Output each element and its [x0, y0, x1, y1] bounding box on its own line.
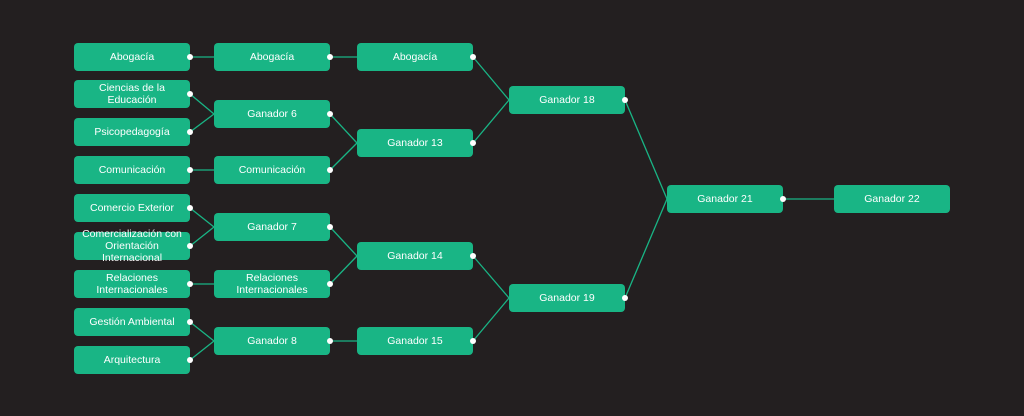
bracket-connector-line — [329, 255, 358, 285]
bracket-node-comunicacion-r2: Comunicación — [214, 156, 330, 184]
connector-dot — [622, 97, 628, 103]
connector-dot — [187, 205, 193, 211]
connector-dot — [470, 140, 476, 146]
bracket-connector-line — [472, 99, 510, 144]
connector-dot — [470, 338, 476, 344]
connector-dot — [327, 167, 333, 173]
connector-dot — [470, 54, 476, 60]
bracket-connector-line — [472, 56, 510, 101]
bracket-node-comercio-exterior: Comercio Exterior — [74, 194, 190, 222]
connector-dot — [327, 338, 333, 344]
bracket-connector-line — [329, 226, 358, 257]
connector-dot — [187, 129, 193, 135]
bracket-node-relaciones-r2: Relaciones Internacionales — [214, 270, 330, 298]
bracket-connector-line — [329, 142, 358, 171]
connector-dot — [187, 167, 193, 173]
connector-dot — [780, 196, 786, 202]
bracket-connector-line — [189, 321, 215, 342]
bracket-connector-line — [329, 113, 358, 144]
connector-dot — [187, 357, 193, 363]
connector-dot — [327, 111, 333, 117]
bracket-node-ganador-18: Ganador 18 — [509, 86, 625, 114]
bracket-node-ganador-21: Ganador 21 — [667, 185, 783, 213]
connector-dot — [187, 54, 193, 60]
connector-dot — [187, 281, 193, 287]
bracket-node-ganador-15: Ganador 15 — [357, 327, 473, 355]
bracket-node-abogacia-r1: Abogacía — [74, 43, 190, 71]
bracket-connector-line — [472, 255, 510, 299]
connector-dot — [327, 54, 333, 60]
bracket-connector-line — [189, 226, 215, 247]
connector-dot — [470, 253, 476, 259]
connector-dot — [327, 281, 333, 287]
connector-dot — [622, 295, 628, 301]
bracket-node-ganador-8: Ganador 8 — [214, 327, 330, 355]
bracket-node-ciencias-educacion: Ciencias de la Educación — [74, 80, 190, 108]
connector-dot — [187, 243, 193, 249]
connector-dot — [327, 224, 333, 230]
bracket-node-psicopedagogia: Psicopedagogía — [74, 118, 190, 146]
bracket-node-ganador-6: Ganador 6 — [214, 100, 330, 128]
bracket-connector-line — [189, 113, 215, 133]
bracket-node-ganador-19: Ganador 19 — [509, 284, 625, 312]
bracket-node-ganador-22: Ganador 22 — [834, 185, 950, 213]
bracket-node-comercializacion: Comercialización con Orientación Interna… — [74, 228, 190, 264]
bracket-node-relaciones-r1: Relaciones Internacionales — [74, 270, 190, 298]
bracket-node-abogacia-r2: Abogacía — [214, 43, 330, 71]
bracket-connector-line — [189, 93, 215, 115]
bracket-connector-line — [624, 99, 668, 200]
bracket-node-gestion-ambiental: Gestión Ambiental — [74, 308, 190, 336]
bracket-node-ganador-7: Ganador 7 — [214, 213, 330, 241]
bracket-node-comunicacion-r1: Comunicación — [74, 156, 190, 184]
bracket-connector-line — [624, 198, 668, 299]
bracket-node-arquitectura: Arquitectura — [74, 346, 190, 374]
bracket-connector-line — [472, 297, 510, 342]
bracket-node-ganador-14: Ganador 14 — [357, 242, 473, 270]
connector-dot — [187, 91, 193, 97]
bracket-connector-line — [189, 207, 215, 228]
bracket-node-ganador-13: Ganador 13 — [357, 129, 473, 157]
bracket-connector-line — [189, 340, 215, 361]
bracket-node-abogacia-r3: Abogacía — [357, 43, 473, 71]
connector-dot — [187, 319, 193, 325]
